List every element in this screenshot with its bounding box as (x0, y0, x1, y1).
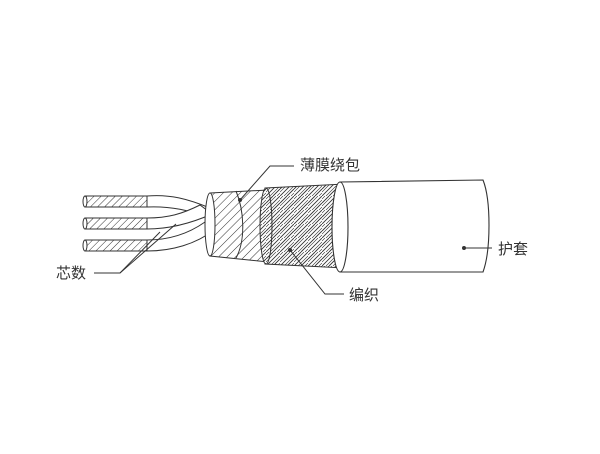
leader-cores-2 (119, 223, 177, 274)
braid-shield (259, 183, 346, 269)
label-braid: 编织 (349, 286, 380, 304)
conductor-tips (82, 195, 148, 252)
conductor-tip-2 (84, 217, 148, 230)
leader-film-wrap (239, 165, 294, 201)
insulated-cores (146, 195, 215, 252)
label-film-wrap: 薄膜绕包 (300, 156, 361, 174)
label-cores: 芯数 (56, 264, 87, 282)
conductor-tip-1 (84, 195, 148, 208)
leader-lines (94, 165, 492, 295)
leader-braid (289, 249, 344, 295)
conductor-tip-3 (84, 239, 148, 252)
film-wrap (204, 189, 269, 263)
jacket (331, 179, 490, 273)
label-jacket: 护套 (498, 240, 529, 258)
